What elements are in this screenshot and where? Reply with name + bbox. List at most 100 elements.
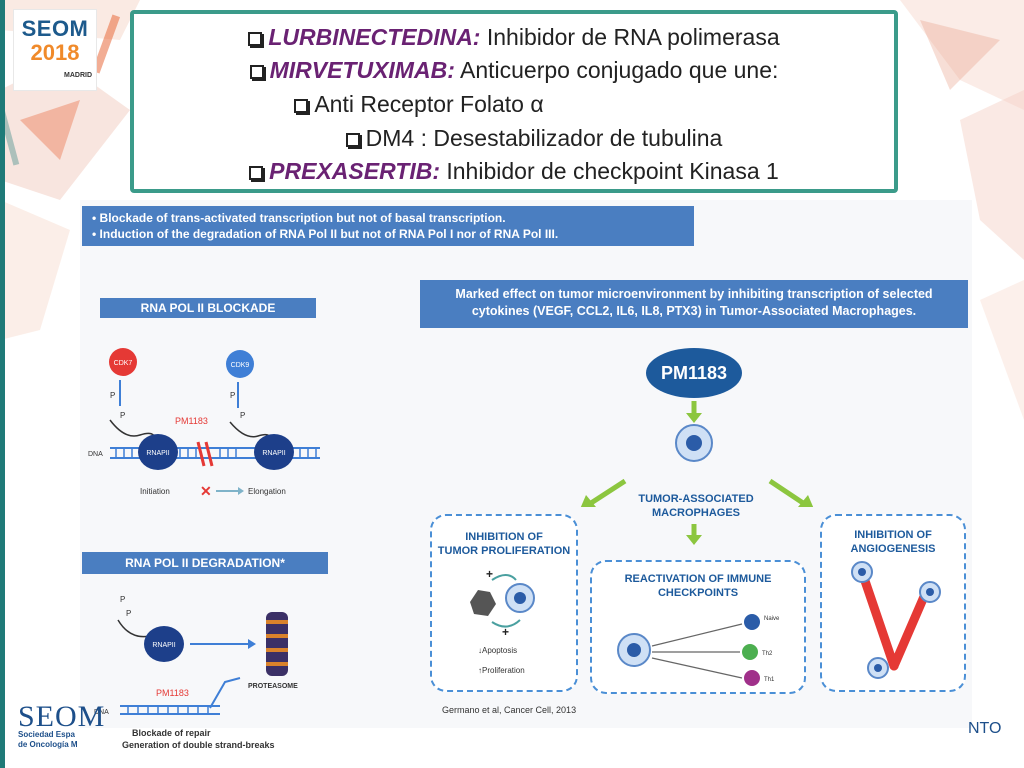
- th1-cell-icon: [744, 670, 760, 686]
- logo-city-text: MADRID: [64, 72, 92, 79]
- seom-footer-sub-line: Sociedad Espa: [18, 730, 75, 739]
- drug-item-prexasertib: PREXASERTIB: Inhibidor de checkpoint Kin…: [134, 158, 894, 185]
- naive-label: Naive: [764, 616, 780, 622]
- pol2-blockade-diagram: CDK7 CDK9 P P P P DNA RNAPII RNAPII PM11…: [88, 348, 320, 499]
- phospho-label: P: [126, 609, 131, 618]
- elongation-label: Elongation: [248, 487, 286, 496]
- checkbox-bullet-icon: [248, 32, 263, 46]
- sub-item-text: Anti Receptor Folato α: [314, 91, 544, 117]
- immune-title: REACTIVATION OF IMMUNE CHECKPOINTS: [592, 572, 804, 600]
- rnapii-complex: [144, 626, 184, 662]
- macrophage-nucleus: [627, 643, 641, 657]
- dna-rungs: [127, 706, 209, 714]
- cdk9-circle: [226, 350, 254, 378]
- proteasome-label: PROTEASOME: [248, 683, 298, 690]
- angiogenesis-box: INHIBITION OF ANGIOGENESIS: [820, 514, 966, 692]
- initiation-label: Initiation: [140, 487, 170, 496]
- sub-item-text: DM4 : Desestabilizador de tubulina: [365, 125, 723, 151]
- angiogenesis-title: INHIBITION OF ANGIOGENESIS: [822, 528, 964, 556]
- tam-line: TUMOR-ASSOCIATED: [638, 493, 754, 505]
- apoptosis-text: Apoptosis: [482, 646, 518, 655]
- banner-line: cytokines (VEGF, CCL2, IL6, IL8, PTX3) i…: [471, 304, 917, 318]
- macrophage-nucleus: [874, 664, 882, 672]
- header-bullet: • Induction of the degradation of RNA Po…: [92, 227, 559, 241]
- banner-line: Marked effect on tumor microenvironment …: [455, 287, 933, 301]
- right-arrow: [768, 478, 808, 507]
- angiogenesis-title-line: ANGIOGENESIS: [850, 543, 936, 555]
- phospho-label: P: [110, 391, 115, 400]
- mechanism-figure: • Blockade of trans-activated transcript…: [80, 200, 972, 750]
- logo-seom-text: SEOM: [21, 16, 89, 41]
- seom-footer-word: SEOM: [18, 700, 106, 733]
- left-arrow: [586, 478, 627, 507]
- drug-item-lurbinectedina: LURBINECTEDINA: Inhibidor de RNA polimer…: [134, 24, 894, 51]
- blood-vessel: [889, 587, 931, 671]
- cross-icon: ✕: [200, 483, 212, 499]
- block-mark: [196, 441, 206, 467]
- pol2-blockade-title: RNA POL II BLOCKADE: [100, 298, 316, 318]
- proliferation-text: Proliferation: [482, 666, 525, 675]
- dsb-caption: Generation of double strand-breaks: [122, 740, 275, 750]
- up-arrow-icon: ↑: [478, 666, 482, 675]
- proteasome-icon: [266, 612, 288, 676]
- plus-icon: +: [502, 625, 509, 639]
- macrophage-nucleus: [926, 588, 934, 596]
- header-bullet: • Blockade of trans-activated transcript…: [92, 211, 506, 225]
- activation-line: [651, 623, 743, 647]
- mrna-strand: [117, 619, 151, 638]
- proliferation-title: INHIBITION OF TUMOR PROLIFERATION: [426, 530, 582, 558]
- left-accent-bar: [0, 0, 5, 768]
- rnapii-label: RNAPII: [146, 450, 169, 457]
- figure-header: • Blockade of trans-activated transcript…: [82, 206, 694, 246]
- dna-rungs: [115, 448, 317, 458]
- dna-label: DNA: [94, 709, 109, 716]
- arrowhead-icon: [238, 487, 244, 495]
- naive-tcell-icon: [744, 614, 760, 630]
- sub-item-dm4: DM4 : Desestabilizador de tubulina: [154, 125, 914, 152]
- cdk7-label: CDK7: [114, 360, 133, 367]
- drug-list-box: LURBINECTEDINA: Inhibidor de RNA polimer…: [130, 10, 898, 193]
- apoptosis-label: ↓Apoptosis: [478, 646, 517, 655]
- pol2-degradation-title: RNA POL II DEGRADATION*: [82, 552, 328, 574]
- logo-year-text: 2018: [30, 40, 80, 65]
- drug-term: PREXASERTIB:: [269, 158, 440, 184]
- immune-title-line: REACTIVATION OF IMMUNE: [624, 573, 772, 585]
- rnapii-complex: [254, 434, 294, 470]
- phospho-label: P: [120, 595, 125, 604]
- down-arrow-icon: ↓: [478, 646, 482, 655]
- block-mark: [204, 441, 214, 467]
- drug-description: Inhibidor de checkpoint Kinasa 1: [439, 158, 779, 184]
- plus-icon: +: [486, 570, 493, 581]
- seom-footer-subtitle: Sociedad Espa de Oncología M: [18, 730, 78, 750]
- macrophage-nucleus: [686, 435, 702, 451]
- immune-cells-illustration: Naive Th2 Th1: [617, 614, 780, 686]
- tam-label: TUMOR-ASSOCIATED MACROPHAGES: [580, 492, 812, 520]
- tumor-cell-illustration: + +: [470, 570, 535, 639]
- rnapii-label: RNAPII: [152, 642, 175, 649]
- interaction-arrow: [491, 619, 521, 628]
- drug-item-mirvetuximab: MIRVETUXIMAB: Anticuerpo conjugado que u…: [134, 57, 894, 84]
- seom-2018-logo: SEOM 2018 MADRID: [14, 10, 96, 90]
- phospho-label: P: [120, 411, 125, 420]
- seom-footer-sub-line: de Oncología M: [18, 740, 78, 749]
- arrowhead-icon: [798, 495, 814, 507]
- proliferation-label: ↑Proliferation: [478, 666, 525, 675]
- macrophage-nucleus: [858, 568, 866, 576]
- cdk7-circle: [109, 348, 137, 376]
- proliferation-title-line: INHIBITION OF: [465, 531, 543, 543]
- proliferation-box: INHIBITION OF TUMOR PROLIFERATION + + ↓A…: [430, 514, 578, 692]
- pm1183-label: PM1183: [175, 416, 208, 426]
- sub-item-folate-receptor: Anti Receptor Folato α: [39, 91, 799, 118]
- phospho-label: P: [230, 391, 235, 400]
- rnapii-complex: [138, 434, 178, 470]
- footer-right-fragment: NTO: [968, 720, 1002, 737]
- pm1183-label: PM1183: [156, 688, 189, 698]
- checkbox-bullet-icon: [249, 65, 264, 79]
- arrowhead-icon: [580, 495, 596, 507]
- tam-line: MACROPHAGES: [651, 507, 740, 519]
- citation: Germano et al, Cancer Cell, 2013: [442, 705, 577, 715]
- activation-line: [651, 657, 743, 679]
- th2-label: Th2: [762, 651, 773, 657]
- seom-footer-logo: SEOM Sociedad Espa de Oncología M: [18, 700, 106, 749]
